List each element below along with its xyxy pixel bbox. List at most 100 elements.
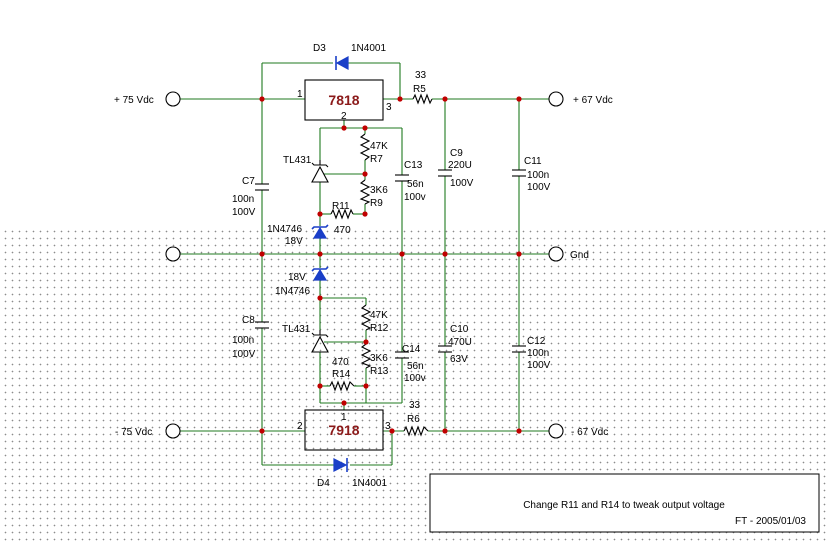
capacitor-c11[interactable] [512,169,526,177]
c8-ref: C8 [242,315,255,326]
r13-value: 3K6 [370,353,388,364]
terminal-gnd[interactable] [548,246,564,262]
c12-voltage: 100V [527,360,551,371]
regulator-7918-label: 7918 [328,422,359,438]
capacitor-c14[interactable] [395,351,409,359]
c14-ref: C14 [402,344,421,355]
resistor-r14[interactable] [329,380,355,392]
label-neg-out: - 67 Vdc [571,427,608,438]
c10-voltage: 63V [450,354,468,365]
c10-ref: C10 [450,324,469,335]
regulator-7818-label: 7818 [328,92,359,108]
reg-pos-pin-adj: 2 [341,111,347,122]
c13-voltage: 100v [404,192,426,203]
reg-neg-pin-in: 2 [297,421,303,432]
resistor-r7[interactable] [359,133,371,161]
r14-value: 470 [332,357,349,368]
r9-value: 3K6 [370,185,388,196]
terminal-pos-in[interactable] [165,91,181,107]
c14-value: 56n [407,361,424,372]
d3-value: 1N4001 [351,43,386,54]
label-pos-in: + 75 Vdc [114,95,154,106]
r5-ref: R5 [413,84,426,95]
c8-voltage: 100V [232,349,256,360]
label-gnd: Gnd [570,250,589,261]
c13-value: 56n [407,179,424,190]
terminal-pos-out[interactable] [548,91,564,107]
c9-value: 220U [448,160,472,171]
d4-value: 1N4001 [352,478,387,489]
r12-value: 47K [370,310,388,321]
capacitor-c12[interactable] [512,345,526,353]
r9-ref: R9 [370,198,383,209]
resistor-r9[interactable] [359,179,371,205]
note-signature: FT - 2005/01/03 [735,516,806,527]
reg-pos-pin-in: 1 [297,89,303,100]
reg-neg-pin-out: 3 [385,421,391,432]
capacitor-c9[interactable] [438,169,452,177]
resistor-r6[interactable] [403,425,429,437]
r12-ref: R12 [370,323,389,334]
junction-nodes [259,96,522,434]
note-box: Change R11 and R14 to tweak output volta… [429,473,820,533]
capacitor-c10[interactable] [438,345,452,353]
note-text: Change R11 and R14 to tweak output volta… [523,500,725,511]
regulator-7918[interactable]: 7918 1 2 3 [297,409,391,451]
diode-d3[interactable] [335,55,349,71]
reg-pos-pin-out: 3 [386,102,392,113]
r7-ref: R7 [370,154,383,165]
tl431-bottom-ref: TL431 [282,324,311,335]
capacitor-c8[interactable] [255,321,269,329]
terminal-neg-out[interactable] [548,423,564,439]
zener-bottom-value: 1N4746 [275,286,310,297]
r11-ref: R11 [332,201,350,212]
c11-value: 100n [527,170,549,181]
tl431-bottom[interactable] [311,330,329,353]
c14-voltage: 100v [404,373,426,384]
terminal-neg-in[interactable] [165,423,181,439]
r13-ref: R13 [370,366,389,377]
zener-top-voltage: 18V [285,236,303,247]
resistor-r11[interactable] [330,208,354,220]
diode-d4[interactable] [333,458,348,472]
wires [180,62,549,466]
c9-voltage: 100V [450,178,474,189]
resistor-r5[interactable] [412,93,433,105]
tl431-top[interactable] [311,160,329,183]
capacitor-c13[interactable] [395,174,409,182]
zener-top-value: 1N4746 [267,224,302,235]
r5-value: 33 [415,70,427,81]
r11-value: 470 [334,225,351,236]
r14-ref: R14 [332,369,351,380]
r6-value: 33 [409,400,421,411]
label-pos-out: + 67 Vdc [573,95,613,106]
d4-ref: D4 [317,478,330,489]
c7-ref: C7 [242,176,255,187]
zener-bottom-voltage: 18V [288,272,306,283]
d3-ref: D3 [313,43,326,54]
r6-ref: R6 [407,414,420,425]
terminals [165,91,564,439]
c11-voltage: 100V [527,182,551,193]
c7-voltage: 100V [232,207,256,218]
zener-bottom[interactable] [311,266,329,281]
resistor-r12[interactable] [360,304,372,331]
resistor-r13[interactable] [360,343,372,369]
label-neg-in: - 75 Vdc [115,427,152,438]
r7-value: 47K [370,141,388,152]
c12-ref: C12 [527,336,546,347]
c10-value: 470U [448,337,472,348]
c12-value: 100n [527,348,549,359]
c7-value: 100n [232,194,254,205]
capacitor-c7[interactable] [255,183,269,191]
c11-ref: C11 [524,156,542,167]
tl431-top-ref: TL431 [283,155,312,166]
zener-top[interactable] [311,224,329,239]
c13-ref: C13 [404,160,423,171]
terminal-gnd-left[interactable] [165,246,181,262]
regulator-7818[interactable]: 7818 1 2 3 [297,79,392,122]
c8-value: 100n [232,335,254,346]
c9-ref: C9 [450,148,463,159]
